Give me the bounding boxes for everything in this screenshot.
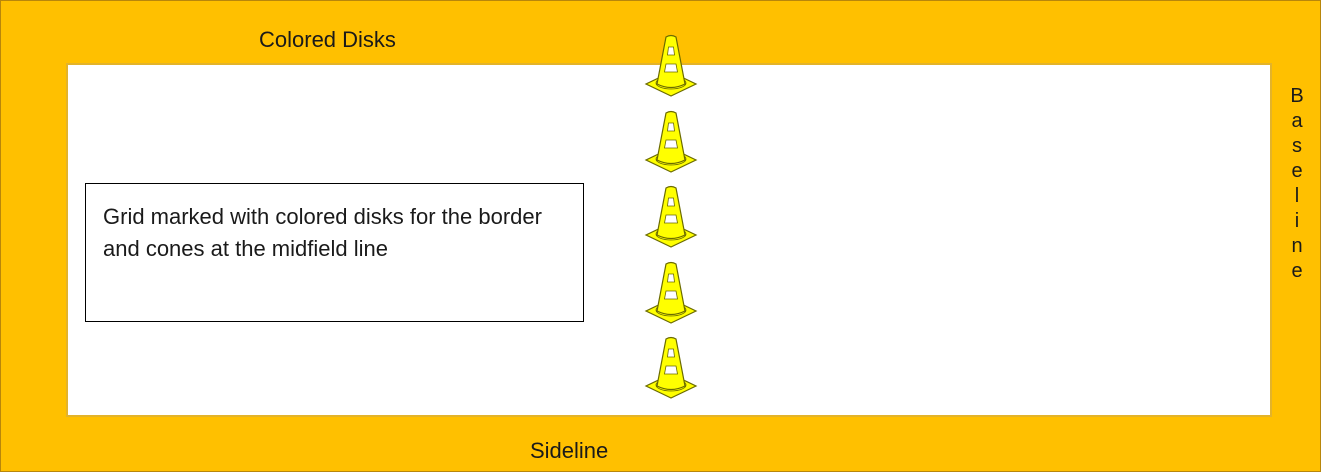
- note-text: Grid marked with colored disks for the b…: [103, 204, 542, 261]
- baseline-letter: e: [1291, 260, 1303, 282]
- baseline-letter: n: [1291, 235, 1303, 257]
- traffic-cone-icon: [644, 34, 698, 98]
- traffic-cone-icon: [644, 110, 698, 174]
- traffic-cone-icon: [644, 185, 698, 249]
- baseline-letter: a: [1291, 110, 1303, 132]
- traffic-cone-icon: [644, 336, 698, 400]
- traffic-cone-icon: [644, 261, 698, 325]
- baseline-letter: e: [1291, 160, 1303, 182]
- baseline-letter: B: [1290, 85, 1304, 107]
- note-box: Grid marked with colored disks for the b…: [85, 183, 584, 322]
- baseline-letter: s: [1292, 135, 1302, 157]
- baseline-letter: i: [1294, 210, 1300, 232]
- sideline-label: Sideline: [530, 438, 609, 463]
- colored-disks-label: Colored Disks: [259, 27, 396, 52]
- baseline-letter: l: [1294, 185, 1300, 207]
